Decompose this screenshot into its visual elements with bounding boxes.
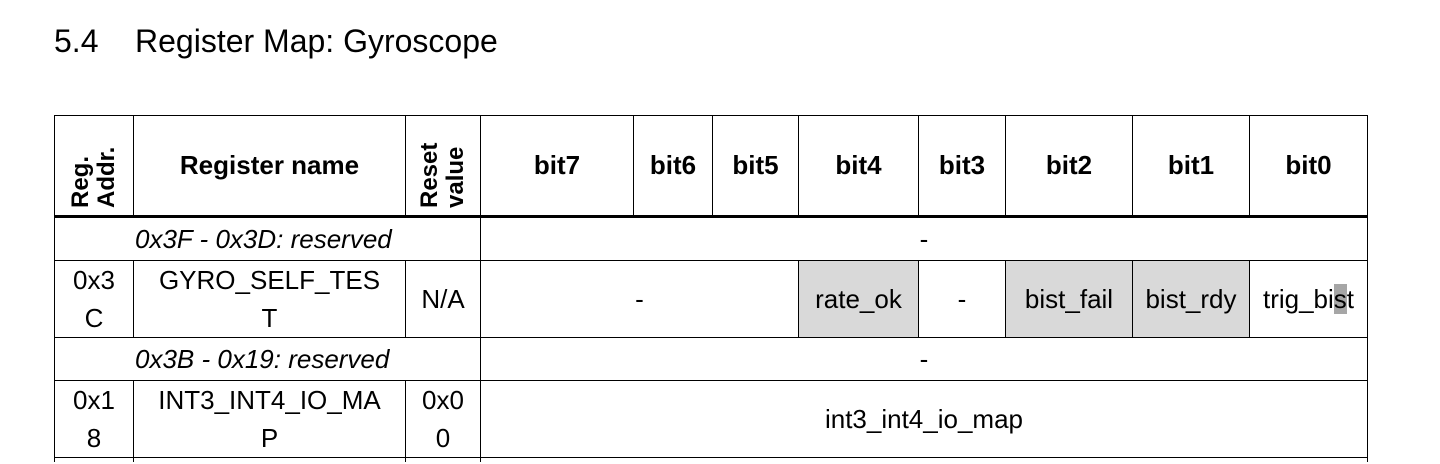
bit4-field: rate_ok <box>798 260 919 338</box>
continuation-cell <box>133 457 406 462</box>
bit0-text-highlight: s <box>1333 283 1347 314</box>
header-bit4: bit4 <box>798 115 919 218</box>
header-bit6: bit6 <box>633 115 713 218</box>
reserved-range-label: 0x3B - 0x19: reserved <box>54 337 481 381</box>
header-bit3: bit3 <box>918 115 1006 218</box>
bit3-field: - <box>918 260 1006 338</box>
header-bit2: bit2 <box>1005 115 1133 218</box>
continuation-cell <box>480 457 1368 462</box>
bit2-field: bist_fail <box>1005 260 1133 338</box>
continuation-cell <box>405 457 481 462</box>
section-number: 5.4 <box>54 23 99 59</box>
header-bit1: bit1 <box>1132 115 1250 218</box>
header-row: Reg. Addr. Register name Reset value bit… <box>54 115 1368 218</box>
reserved-row: 0x3F - 0x3D: reserved - <box>54 216 1368 261</box>
continuation-cell <box>54 457 134 462</box>
section-heading: 5.4 Register Map: Gyroscope <box>54 20 498 62</box>
reserved-row: 0x3B - 0x19: reserved - <box>54 337 1368 381</box>
reserved-range-label: 0x3F - 0x3D: reserved <box>54 216 481 261</box>
header-reg-addr-label: Reg. Addr. <box>68 146 120 208</box>
section-title: Register Map: Gyroscope <box>135 23 498 59</box>
table-continuation <box>54 457 1368 462</box>
header-reset-value-label: Reset value <box>417 142 469 208</box>
bits-7-5-field: - <box>480 260 799 338</box>
bit0-text-prefix: trig_bi <box>1262 283 1334 314</box>
bit0-field: trig_bist <box>1249 260 1368 338</box>
register-row: 0x1 8 INT3_INT4_IO_MA P 0x0 0 int3_int4_… <box>54 380 1368 458</box>
register-name: INT3_INT4_IO_MA P <box>133 380 406 458</box>
register-row: 0x3 C GYRO_SELF_TES T N/A - rate_ok - bi… <box>54 260 1368 338</box>
register-reset-value: N/A <box>405 260 481 338</box>
register-map-table: Reg. Addr. Register name Reset value bit… <box>54 115 1368 462</box>
header-bit7: bit7 <box>480 115 634 218</box>
register-reset-value: 0x0 0 <box>405 380 481 458</box>
register-address: 0x1 8 <box>54 380 134 458</box>
register-field: int3_int4_io_map <box>480 380 1368 458</box>
bit0-text-suffix: t <box>1346 283 1355 314</box>
register-name: GYRO_SELF_TES T <box>133 260 406 338</box>
bit1-field: bist_rdy <box>1132 260 1250 338</box>
header-bit0: bit0 <box>1249 115 1368 218</box>
header-register-name: Register name <box>133 115 406 218</box>
reserved-range-content: - <box>480 337 1368 381</box>
register-address: 0x3 C <box>54 260 134 338</box>
header-reset-value: Reset value <box>405 115 481 218</box>
reserved-range-content: - <box>480 216 1368 261</box>
header-bit5: bit5 <box>712 115 799 218</box>
header-reg-addr: Reg. Addr. <box>54 115 134 218</box>
